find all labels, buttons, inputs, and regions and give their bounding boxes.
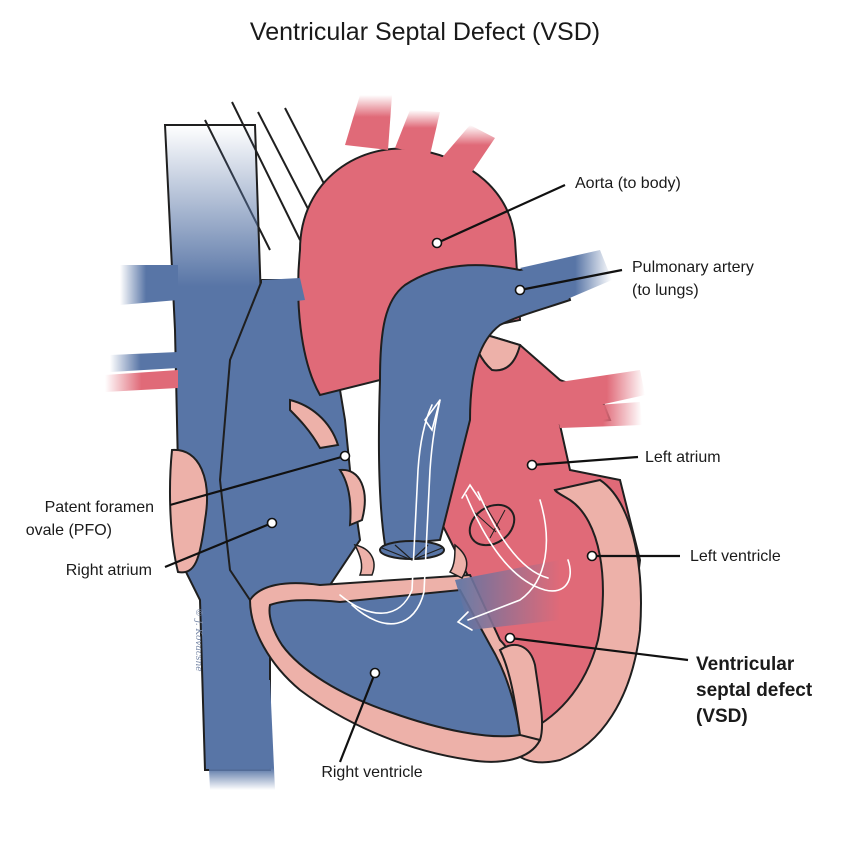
label-pfo-sub: ovale (PFO) <box>26 522 112 539</box>
tricuspid-flap-2 <box>448 543 468 579</box>
label-pulmonary-artery-sub: (to lungs) <box>632 282 699 299</box>
septum-upper <box>289 398 340 450</box>
tricuspid-flap <box>353 543 375 576</box>
label-right-atrium: Right atrium <box>66 562 152 579</box>
label-pfo: Patent foramen <box>45 499 154 516</box>
pulmonary-valve <box>379 540 445 561</box>
leader-lines <box>164 183 689 763</box>
label-vsd-line-3: (VSD) <box>696 706 748 727</box>
septum-lower <box>498 644 544 742</box>
label-right-ventricle: Right ventricle <box>321 764 422 781</box>
label-vsd-line-1: Ventricular <box>696 654 795 675</box>
label-vsd-line-2: septal defect <box>696 680 813 701</box>
label-aorta: Aorta (to body) <box>575 175 681 192</box>
mitral-valve <box>468 503 516 547</box>
aorta <box>297 95 522 397</box>
pulmonary-veins-right <box>560 370 645 405</box>
label-left-atrium: Left atrium <box>645 449 721 466</box>
vsd-shunt-gradient <box>455 560 560 630</box>
diagram-title: Ventricular Septal Defect (VSD) <box>250 18 600 46</box>
label-left-ventricle: Left ventricle <box>690 548 781 565</box>
labels: Aorta (to body) Pulmonary artery (to lun… <box>26 175 813 781</box>
right-atrium-wall <box>169 448 208 574</box>
label-pulmonary-artery: Pulmonary artery <box>632 259 754 276</box>
artist-signature: © J. Kovacsne <box>193 608 203 672</box>
pulmonary-veins-right-2 <box>555 402 642 428</box>
pulmonary-artery <box>262 250 612 547</box>
flow-arrows <box>339 399 571 631</box>
right-ventricle-chamber <box>268 588 522 738</box>
vena-cava <box>105 124 275 790</box>
pfo-flap <box>338 468 366 527</box>
